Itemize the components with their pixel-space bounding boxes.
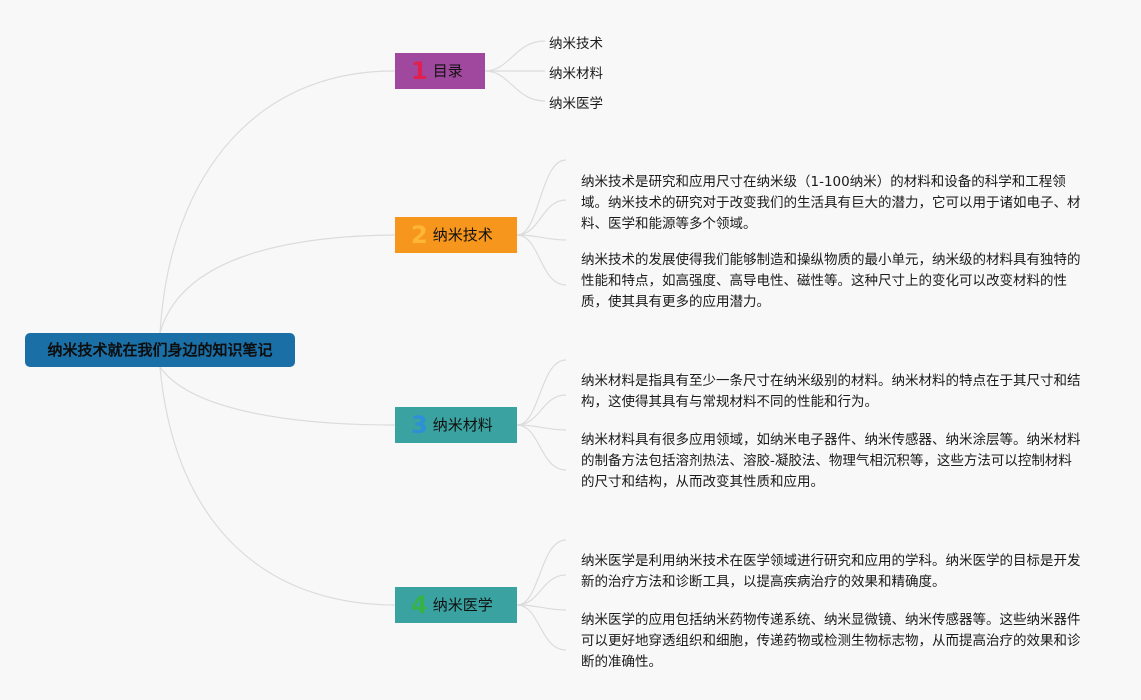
topic-node-nanomedicine[interactable]: 4 纳米医学 (395, 587, 517, 623)
link-t3-c (516, 424, 567, 431)
number-3-icon: 3 (411, 411, 428, 439)
link-t2-c (516, 234, 567, 241)
link-t4-b (516, 574, 567, 606)
topic-node-nanomaterials[interactable]: 3 纳米材料 (395, 407, 517, 443)
nanotech-paragraph-2: 纳米技术的发展使得我们能够制造和操纵物质的最小单元，纳米级的材料具有独特的性能和… (581, 252, 1081, 310)
nanomedicine-paragraph-2: 纳米医学的应用包括纳米药物传递系统、纳米显微镜、纳米传感器等。这些纳米器件可以更… (581, 612, 1081, 670)
link-t4-c (516, 604, 567, 611)
topic-node-toc[interactable]: 1 目录 (395, 53, 485, 89)
root-node[interactable]: 纳米技术就在我们身边的知识笔记 (25, 333, 295, 367)
number-4-icon: 4 (411, 591, 428, 619)
link-t3-d (516, 424, 567, 471)
link-root-topic3 (159, 366, 396, 426)
link-toc-1 (484, 40, 546, 72)
link-root-topic4 (159, 366, 396, 606)
link-root-topic2 (159, 234, 396, 334)
link-t2-d (516, 234, 567, 286)
toc-item-nanomedicine[interactable]: 纳米医学 (549, 96, 603, 112)
link-toc-3 (484, 70, 546, 102)
topic-node-nanotech[interactable]: 2 纳米技术 (395, 217, 517, 253)
topic-label: 纳米材料 (432, 416, 493, 434)
number-2-icon: 2 (411, 221, 428, 249)
link-root-topic1 (159, 70, 396, 334)
link-t3-a (516, 359, 567, 426)
topic-label: 纳米医学 (432, 596, 493, 614)
nanomaterials-paragraph-2: 纳米材料具有很多应用领域，如纳米电子器件、纳米传感器、纳米涂层等。纳米材料的制备… (581, 432, 1081, 490)
nanomedicine-paragraph-1: 纳米医学是利用纳米技术在医学领域进行研究和应用的学科。纳米医学的目标是开发新的治… (581, 553, 1081, 590)
toc-item-nanotech[interactable]: 纳米技术 (549, 36, 603, 52)
link-t2-a (516, 159, 567, 236)
link-t2-b (516, 199, 567, 236)
link-t4-a (516, 539, 567, 606)
number-1-icon: 1 (411, 57, 428, 85)
nanotech-paragraph-1: 纳米技术是研究和应用尺寸在纳米级（1-100纳米）的材料和设备的科学和工程领域。… (581, 174, 1081, 232)
nanomaterials-paragraph-1: 纳米材料是指具有至少一条尺寸在纳米级别的材料。纳米材料的特点在于其尺寸和结构，这… (581, 373, 1081, 410)
link-t4-d (516, 604, 567, 651)
topic-label: 纳米技术 (432, 226, 493, 244)
topic-label: 目录 (432, 62, 463, 80)
toc-item-nanomaterials[interactable]: 纳米材料 (549, 66, 603, 82)
link-t3-b (516, 394, 567, 426)
